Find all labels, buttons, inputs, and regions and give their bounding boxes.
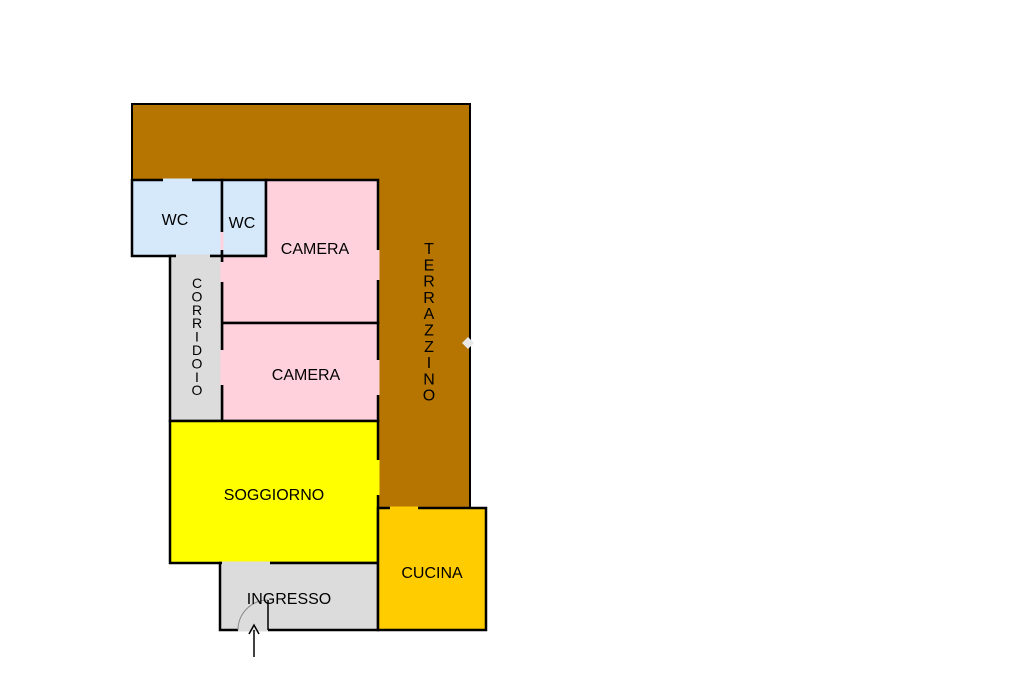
label-ingresso: INGRESSO [247, 591, 331, 608]
label-soggiorno: SOGGIORNO [224, 487, 324, 504]
label-wc-2: WC [229, 215, 256, 232]
room-ingresso [218, 561, 380, 632]
room-cucina [376, 506, 488, 632]
room-camera-2 [220, 321, 380, 423]
label-camera-1: CAMERA [281, 241, 350, 258]
label-wc-1: WC [162, 212, 189, 229]
window-marker-icon [462, 337, 474, 349]
room-soggiorno [168, 419, 380, 565]
openings [163, 178, 418, 632]
arrow-up-icon [248, 623, 260, 657]
label-camera-2: CAMERA [272, 367, 341, 384]
label-cucina: CUCINA [401, 565, 463, 582]
